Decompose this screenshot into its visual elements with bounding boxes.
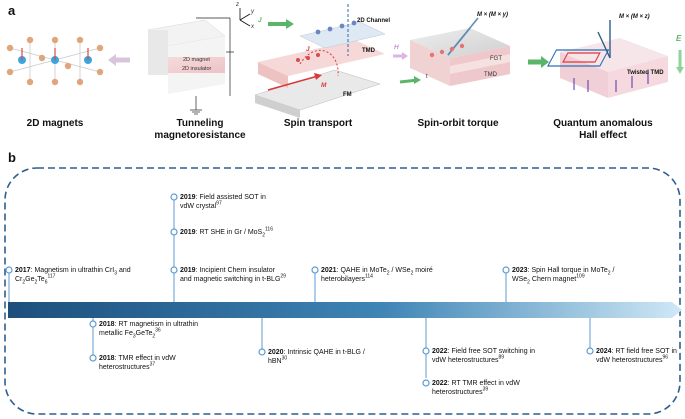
js-label: J [306,46,310,53]
caption-qahe: Quantum anomalous Hall effect [553,118,653,141]
event-2017-magnetism: 2017: Magnetism in ultrathin CrI3 and Cr… [15,267,131,286]
timeline-arrow [8,302,682,318]
caption-tmr: Tunneling magnetoresistance [154,118,246,141]
caption-sot: Spin-orbit torque [417,118,499,129]
tmd-label: TMD [362,48,375,54]
axis-x-label: x [251,24,254,30]
node-2018-b [89,354,97,362]
node-2019-c [170,266,178,274]
tmr-stack-illustration [147,17,234,115]
sot-vector-label: M × (M × y) [477,12,509,18]
node-2018-a [89,320,97,328]
node-2020 [258,348,266,356]
event-2018-tmr: 2018: TMR effect in vdW heterostructures… [99,355,176,371]
magnet-lattice-illustration [6,36,104,86]
node-2019-b [170,228,178,236]
panel-b-letter: b [8,150,16,165]
event-2023-spin-hall-torque: 2023: Spin Hall torque in MoTe2 / WSe2 C… [512,267,615,286]
m-label: M [321,82,327,89]
h-label: H [394,44,399,51]
timeline-border [4,167,681,415]
fm-label: FM [343,92,352,98]
spin-transport-illustration [239,4,386,118]
fgt-label: FGT [490,56,502,62]
caption-2d-magnets: 2D magnets [26,118,84,129]
magnet-layer-label: 2D magnet [183,57,210,63]
event-2018-rt-magnetism: 2018: RT magnetism in ultrathin metallic… [99,321,198,340]
node-2021 [311,266,319,274]
sot-illustration [393,17,549,86]
event-2019-chern-insulator: 2019: Incipient Chern insulator and magn… [180,267,286,283]
event-2019-field-assisted-sot: 2019: Field assisted SOT in vdW crystal9… [180,194,266,210]
event-2020-intrinsic-qahe: 2020: Intrinsic QAHE in t-BLG / hBN30 [268,349,365,365]
node-2024 [586,347,594,355]
event-2022-field-free-sot: 2022: Field free SOT switching in vdW he… [432,348,535,364]
tmd-sot-label: TMD [484,72,497,78]
panel-a-illustrations [6,4,684,118]
j-label: J [258,17,262,24]
e-field-label: E [676,34,682,43]
axis-y-label: y [251,9,254,15]
event-2019-rt-she: 2019: RT SHE in Gr / MoS2116 [180,226,273,239]
qahe-vector-label: M × (M × z) [619,14,650,20]
thickness-label: t [426,74,428,80]
channel-label: 2D Channel [357,18,391,24]
axis-z-label: z [236,2,239,8]
insulator-layer-label: 2D insulator [182,66,212,72]
panel-a-letter: a [8,3,16,18]
twisted-tmd-label: Twisted TMD [627,70,664,76]
node-2019-a [170,193,178,201]
event-2021-qahe: 2021: QAHE in MoTe2 / WSe2 moiré heterob… [321,267,433,283]
event-2022-rt-tmr: 2022: RT TMR effect in vdW heterostructu… [432,380,520,396]
node-2022-b [422,379,430,387]
node-2022-a [422,347,430,355]
event-2024-rt-field-free-sot: 2024: RT field free SOT in vdW heterostr… [596,348,677,364]
qahe-illustration [546,20,684,98]
caption-spin-transport: Spin transport [283,118,353,129]
node-2017 [5,266,13,274]
node-2023 [502,266,510,274]
